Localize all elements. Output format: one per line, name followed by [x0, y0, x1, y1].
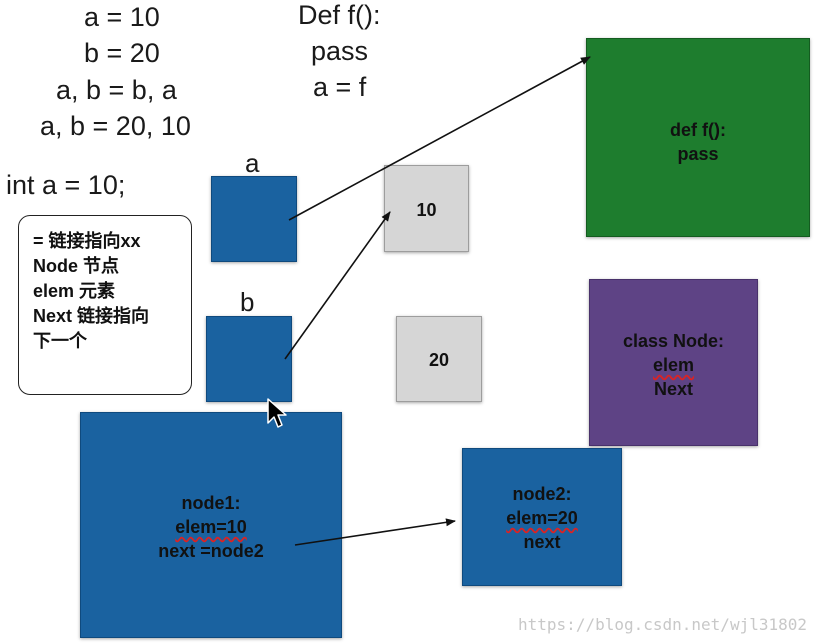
func-code-line-3: a = f	[313, 72, 367, 102]
code-line-4: a, b = 20, 10	[40, 111, 191, 141]
arrow-a-to-function	[288, 56, 591, 221]
node1-box: node1: elem=10 next =node2	[80, 412, 342, 638]
value-box-10: 10	[384, 165, 469, 252]
variable-b-box	[206, 316, 292, 402]
legend-line-next: Next 链接指向	[33, 306, 150, 326]
code-line-1: a = 10	[84, 2, 160, 32]
node1-title: node1:	[181, 493, 241, 513]
value-10-label: 10	[416, 200, 437, 220]
func-code-line-2: pass	[311, 36, 369, 66]
arrow-node1-to-node2	[294, 518, 456, 546]
class-node-elem-text: elem	[652, 355, 695, 375]
function-def-label: def f():	[670, 120, 726, 140]
int-declaration: int a = 10;	[6, 170, 126, 200]
mouse-cursor-icon	[267, 398, 287, 428]
node2-next: next	[523, 532, 561, 552]
code-line-2: b = 20	[84, 38, 160, 68]
func-code-line-1: Def f():	[298, 0, 381, 30]
node2-elem: elem=20	[463, 506, 621, 530]
legend-box: = 链接指向xx Node 节点 elem 元素 Next 链接指向 下一个	[18, 215, 192, 395]
node2-elem-text: elem=20	[506, 508, 578, 528]
variable-label-a: a	[245, 148, 260, 178]
node1-next: next =node2	[158, 541, 264, 561]
variable-label-b: b	[240, 287, 255, 317]
legend-line-assign: = 链接指向xx	[33, 231, 141, 251]
node2-box: node2: elem=20 next	[462, 448, 622, 586]
value-box-20: 20	[396, 316, 482, 402]
class-node-elem: elem	[590, 353, 757, 377]
variable-a-box	[211, 176, 297, 262]
legend-line-elem: elem 元素	[33, 281, 116, 301]
node2-title: node2:	[512, 484, 572, 504]
class-node-next: Next	[653, 379, 693, 399]
node1-elem-text: elem=10	[175, 517, 247, 537]
function-pass-label: pass	[677, 144, 719, 164]
watermark: https://blog.csdn.net/wjl31802	[518, 615, 807, 634]
value-20-label: 20	[428, 350, 450, 370]
class-node-title: class Node:	[622, 331, 725, 351]
node1-elem: elem=10	[81, 515, 341, 539]
legend-line-node: Node 节点	[33, 256, 120, 276]
legend-line-next-cont: 下一个	[33, 331, 87, 351]
code-line-3: a, b = b, a	[56, 75, 177, 105]
class-node-box: class Node: elem Next	[589, 279, 758, 446]
function-box: def f(): pass	[586, 38, 810, 237]
arrow-b-to-10	[284, 211, 391, 360]
